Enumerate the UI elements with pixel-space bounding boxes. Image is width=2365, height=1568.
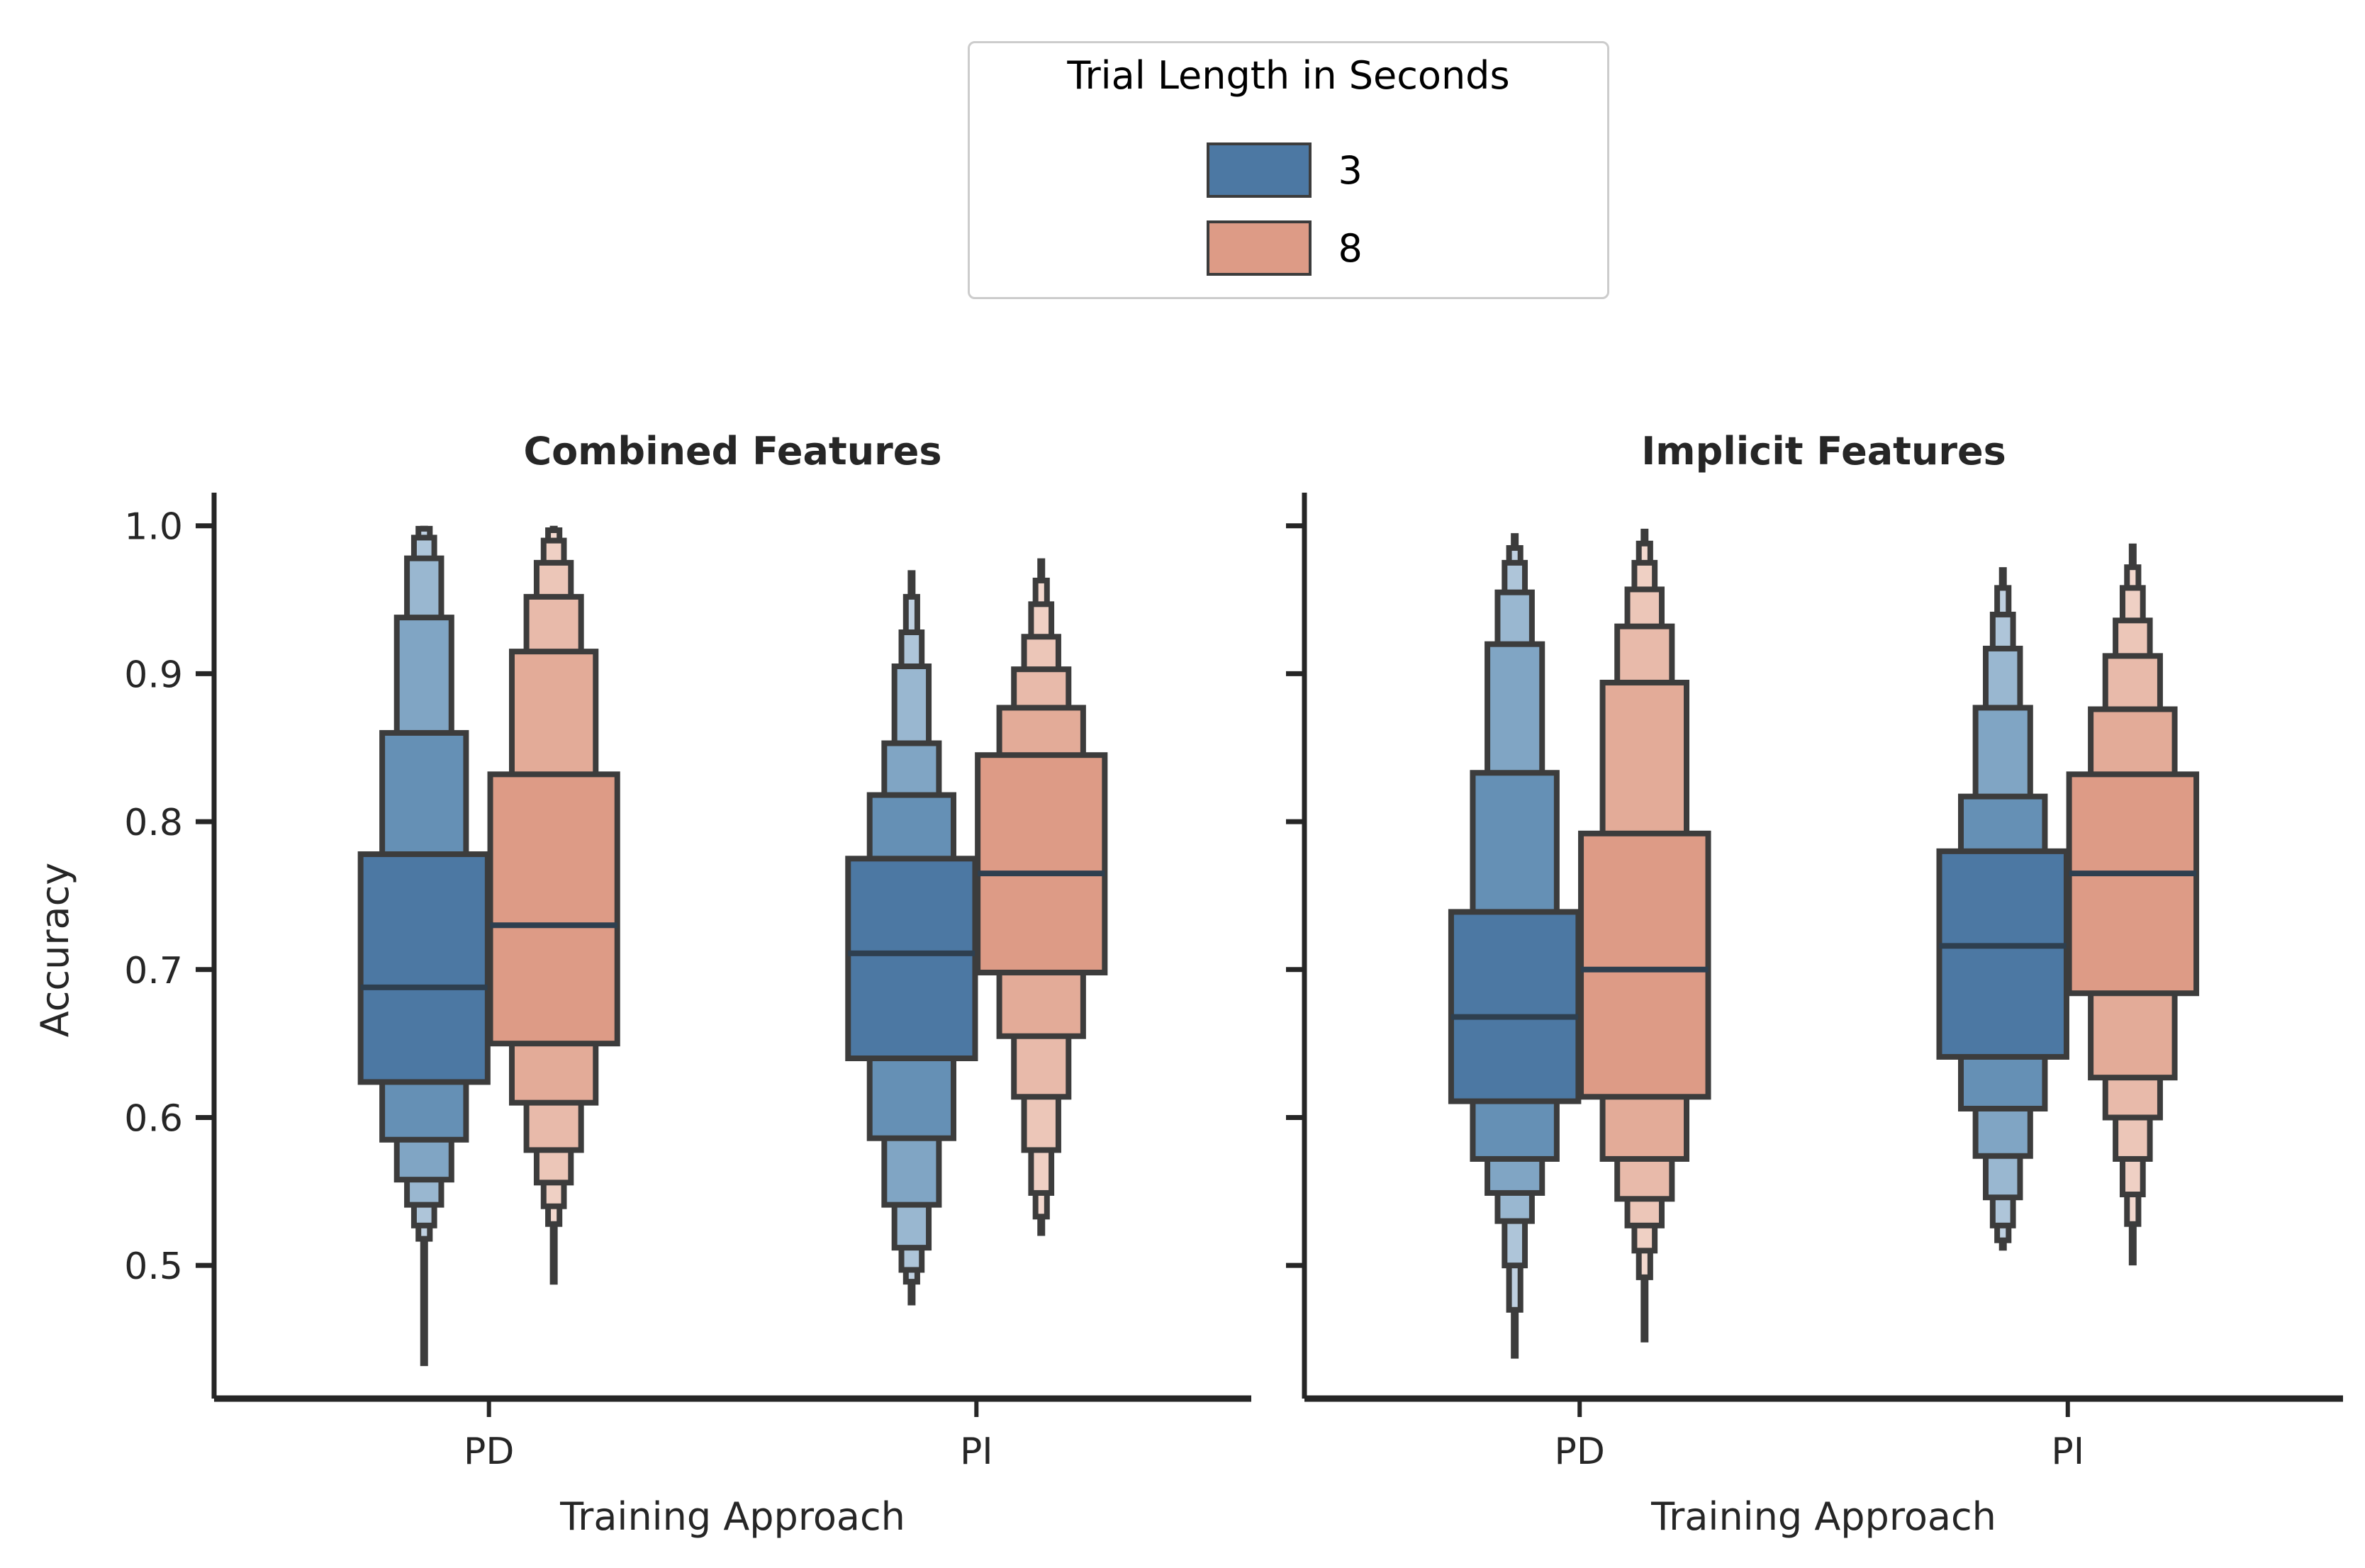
boxen-implicit-pi-3s[interactable] — [1936, 567, 2069, 1251]
boxen-implicit-pd-3s[interactable] — [1448, 533, 1582, 1359]
boxen-level — [975, 752, 1108, 975]
legend: Trial Length in Seconds 3 8 — [968, 41, 1609, 299]
boxen-level — [487, 771, 620, 1047]
x-axis-label-1: Training Approach — [559, 1494, 905, 1539]
legend-label-3: 3 — [1338, 147, 1363, 193]
boxen-level — [357, 851, 491, 1085]
x-tick-label-2-1: PI — [2051, 1430, 2084, 1473]
legend-label-8: 8 — [1338, 225, 1363, 271]
legend-swatch-3 — [1206, 142, 1312, 198]
y-tick-label-5: 0.5 — [124, 1245, 183, 1288]
x-tick-label-1-0: PD — [464, 1430, 514, 1473]
x-tick-label-1-1: PI — [960, 1430, 993, 1473]
legend-title: Trial Length in Seconds — [1067, 53, 1510, 98]
panel-title-1: Combined Features — [523, 429, 941, 474]
boxen-level — [845, 856, 978, 1062]
y-tick-label-4: 0.6 — [124, 1097, 183, 1140]
boxen-level — [1448, 909, 1582, 1104]
boxen-level — [1936, 848, 2069, 1060]
boxen-level — [1578, 830, 1711, 1100]
y-tick-label-1: 0.9 — [124, 654, 183, 696]
y-tick-label-0: 1.0 — [124, 506, 183, 549]
boxen-implicit-pd-8s[interactable] — [1578, 528, 1711, 1343]
boxen-level — [2066, 771, 2200, 997]
legend-entry-8[interactable]: 8 — [970, 220, 1607, 276]
boxen-combined-pi-3s[interactable] — [845, 570, 978, 1306]
y-tick-label-2: 0.8 — [124, 802, 183, 844]
panel-title-2: Implicit Features — [1641, 429, 2006, 474]
x-tick-label-2-0: PD — [1555, 1430, 1605, 1473]
boxen-combined-pd-8s[interactable] — [487, 525, 620, 1285]
x-axis-label-2: Training Approach — [1650, 1494, 1996, 1539]
legend-entry-3[interactable]: 3 — [970, 142, 1607, 198]
boxen-implicit-pi-8s[interactable] — [2066, 543, 2200, 1266]
legend-swatch-8 — [1206, 220, 1312, 276]
y-axis-label: Accuracy — [33, 863, 77, 1038]
boxen-combined-pi-8s[interactable] — [975, 558, 1108, 1236]
y-tick-label-3: 0.7 — [124, 950, 183, 992]
boxen-combined-pd-3s[interactable] — [357, 525, 491, 1367]
